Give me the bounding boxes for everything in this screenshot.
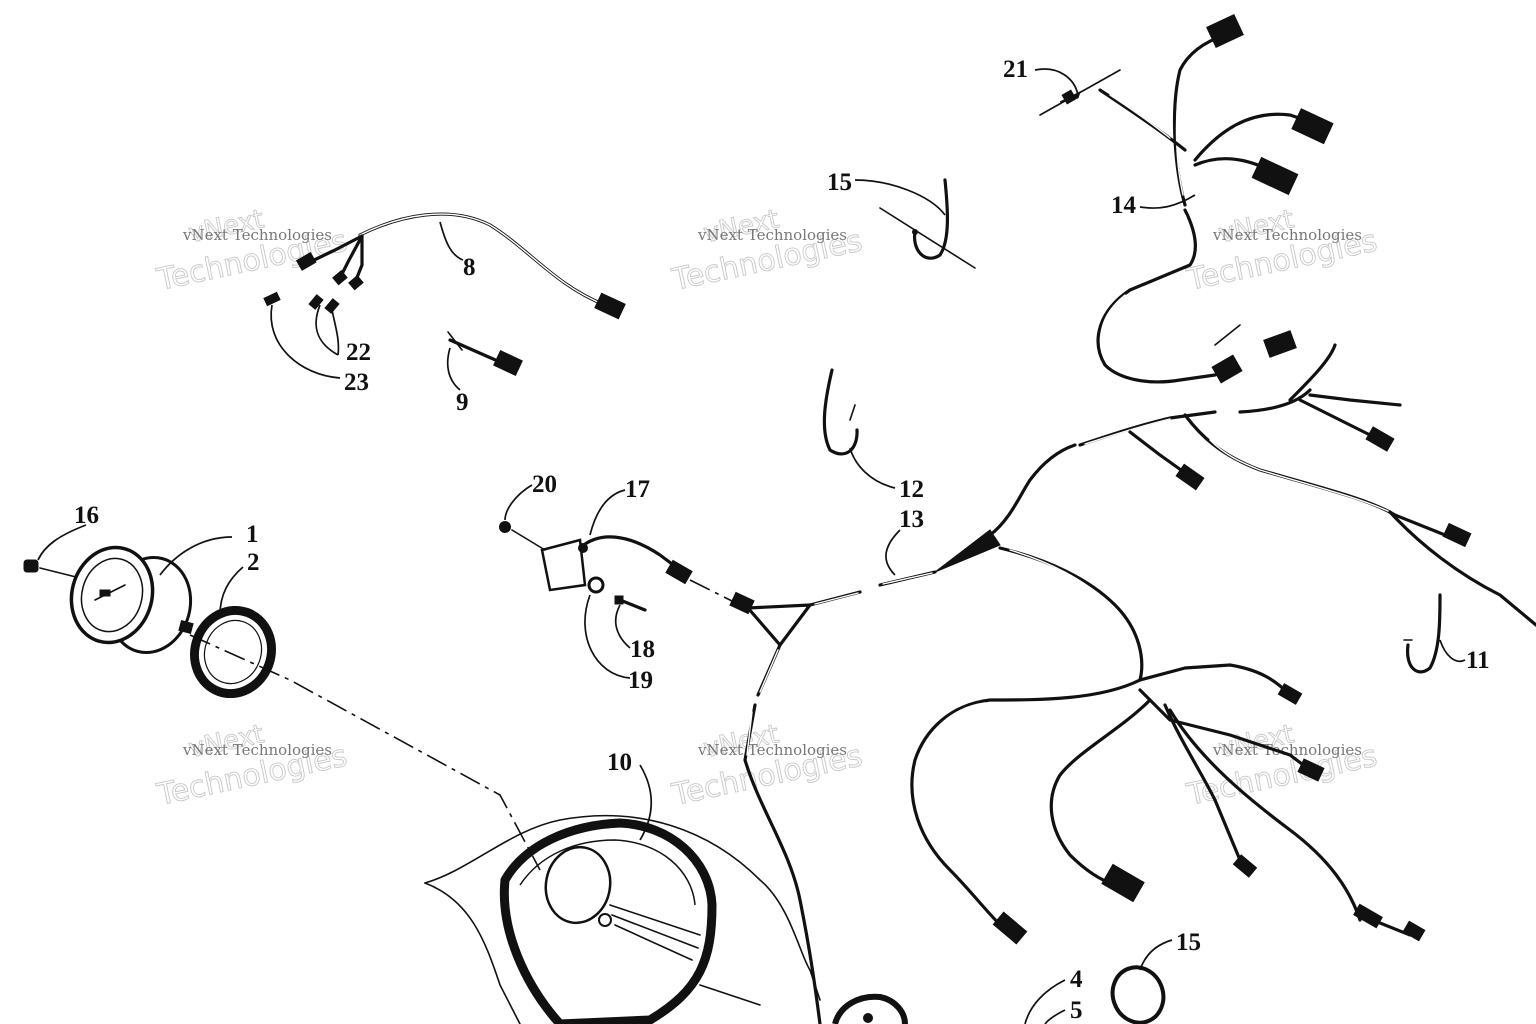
callout-2: 2 [247, 549, 260, 576]
callout-22: 22 [346, 339, 371, 366]
part-8-harness [295, 212, 626, 320]
part-4-5-components [832, 993, 908, 1024]
part-22-23-terminals [263, 291, 340, 314]
part-16-bulb [23, 559, 39, 573]
part-9-lead [447, 331, 523, 376]
callout-16: 16 [74, 502, 99, 529]
callout-17: 17 [625, 476, 650, 503]
callout-9: 9 [456, 389, 469, 416]
callout-14: 14 [1111, 192, 1137, 219]
part-11-clip [1403, 593, 1442, 674]
watermark-caption: vNext Technologies [1212, 226, 1362, 244]
callout-11: 11 [1466, 647, 1490, 674]
part-20-nut [499, 521, 511, 533]
part-15-strap [1110, 965, 1166, 1024]
callout-4: 4 [1070, 966, 1083, 993]
callout-12: 12 [899, 476, 924, 503]
callout-8: 8 [463, 254, 476, 281]
callouts: 16 1 2 8 22 23 9 10 11 12 13 14 15 15 21… [74, 56, 1490, 1024]
callout-18: 18 [630, 636, 655, 663]
part-21-probe [1039, 69, 1121, 116]
callout-1: 1 [246, 521, 259, 548]
leader-lines [37, 68, 1466, 1024]
part-14-harness [1096, 14, 1334, 384]
watermark-caption: vNext Technologies [697, 741, 847, 759]
watermark-caption: vNext Technologies [697, 226, 847, 244]
part-1-gauge [69, 545, 194, 655]
part-2-ring [190, 605, 276, 699]
callout-21: 21 [1003, 56, 1028, 83]
watermark-caption: vNext Technologies [182, 741, 332, 759]
callout-10: 10 [607, 749, 632, 776]
callout-23: 23 [344, 369, 369, 396]
callout-5: 5 [1070, 997, 1083, 1024]
part-18-screw [614, 595, 647, 612]
callout-20: 20 [532, 471, 557, 498]
part-15-clip [879, 178, 976, 269]
watermark-caption: vNext Technologies [182, 226, 332, 244]
part-12-clip [822, 368, 859, 456]
part-10-console [424, 814, 821, 1024]
callout-19: 19 [628, 667, 653, 694]
part-19-washer [587, 576, 605, 594]
callout-13: 13 [899, 506, 924, 533]
watermarks: vNext Technologies vNext Technologies vN… [153, 204, 1381, 814]
callout-15: 15 [1176, 929, 1201, 956]
part-13-main-harness [729, 330, 1536, 1024]
part-17-bracket [540, 535, 693, 592]
callout-15: 15 [827, 169, 852, 196]
watermark-caption: vNext Technologies [1212, 741, 1362, 759]
